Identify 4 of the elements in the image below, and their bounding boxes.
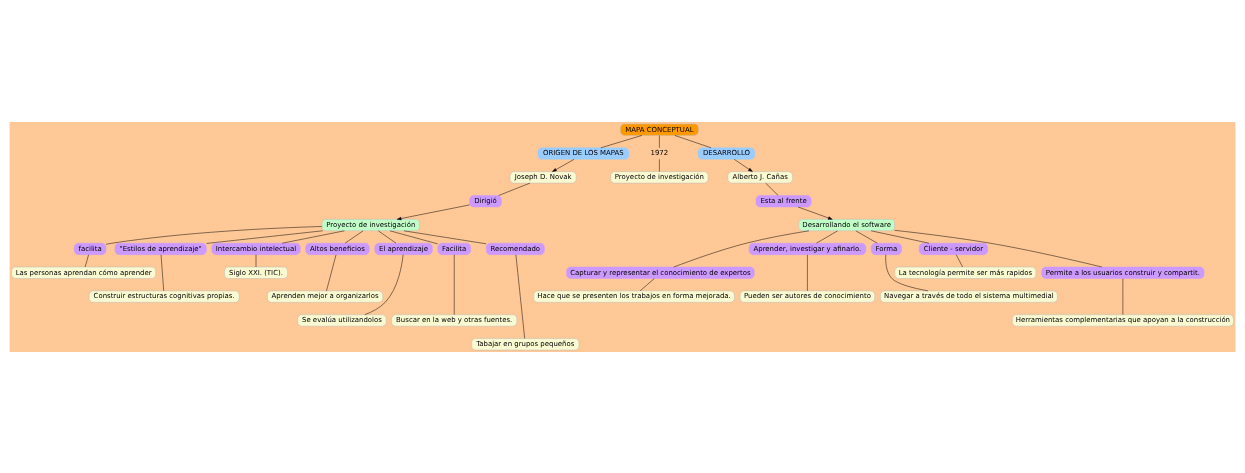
arrow (734, 158, 753, 172)
arrow (396, 204, 470, 220)
arrow (552, 158, 575, 172)
arrow (797, 206, 833, 220)
